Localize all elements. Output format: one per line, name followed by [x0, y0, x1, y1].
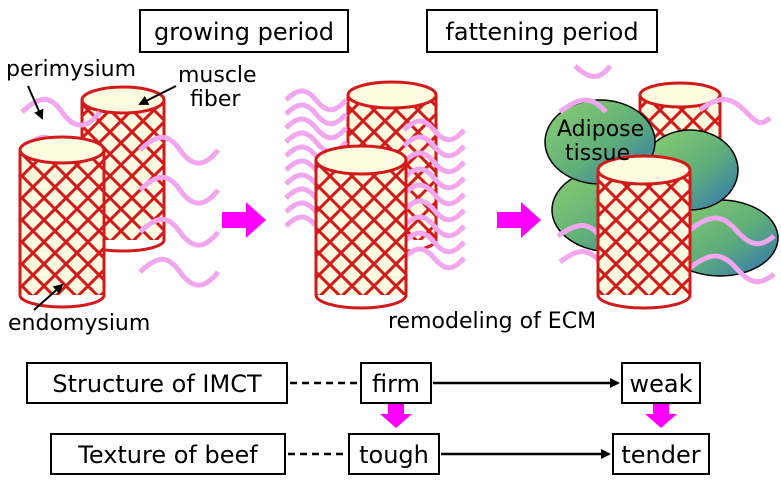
- down-arrow-weak-to-tender: [645, 404, 677, 428]
- endomysium-label: endomysium: [8, 311, 150, 336]
- fattening-period-header: fattening period: [426, 9, 658, 53]
- growing-period-header: growing period: [139, 9, 349, 53]
- structure-start-label: firm: [372, 370, 420, 398]
- remodeling-ecm-label: remodeling of ECM: [388, 309, 596, 334]
- down-arrow-firm-to-tough: [380, 404, 412, 428]
- progress-arrow-1: [222, 202, 266, 238]
- texture-start-label: tough: [359, 441, 429, 469]
- texture-end-label: tender: [621, 441, 700, 469]
- adipose-label-line1: Adipose: [557, 117, 644, 142]
- growing-period-label: growing period: [154, 18, 334, 46]
- adipose-label-line2: tissue: [565, 141, 630, 166]
- muscle-fiber-label-line2: fiber: [190, 87, 241, 112]
- perimysium-pointer: [27, 85, 44, 120]
- muscle-fiber-pointer: [138, 85, 177, 105]
- panel-growing-muscle: [18, 85, 220, 309]
- panel-growing-dense: [284, 80, 466, 310]
- muscle-fiber-front: [18, 135, 106, 309]
- endomysium-pointer: [33, 283, 64, 311]
- structure-of-imct-label: Structure of IMCT: [52, 370, 262, 398]
- row-structure-of-imct: Structure of IMCT firm weak: [26, 362, 701, 404]
- muscle-fiber-front-3: [596, 154, 692, 310]
- muscle-fiber-front-2: [314, 144, 408, 310]
- row-texture-of-beef: Texture of beef tough tender: [50, 433, 710, 475]
- texture-of-beef-label: Texture of beef: [77, 441, 258, 469]
- muscle-fiber-label-line1: muscle: [178, 63, 257, 88]
- structure-end-label: weak: [630, 370, 693, 398]
- panel-fattening: [544, 64, 779, 310]
- progress-arrow-2: [497, 202, 541, 238]
- perimysium-label: perimysium: [6, 57, 136, 82]
- fattening-period-label: fattening period: [445, 18, 638, 46]
